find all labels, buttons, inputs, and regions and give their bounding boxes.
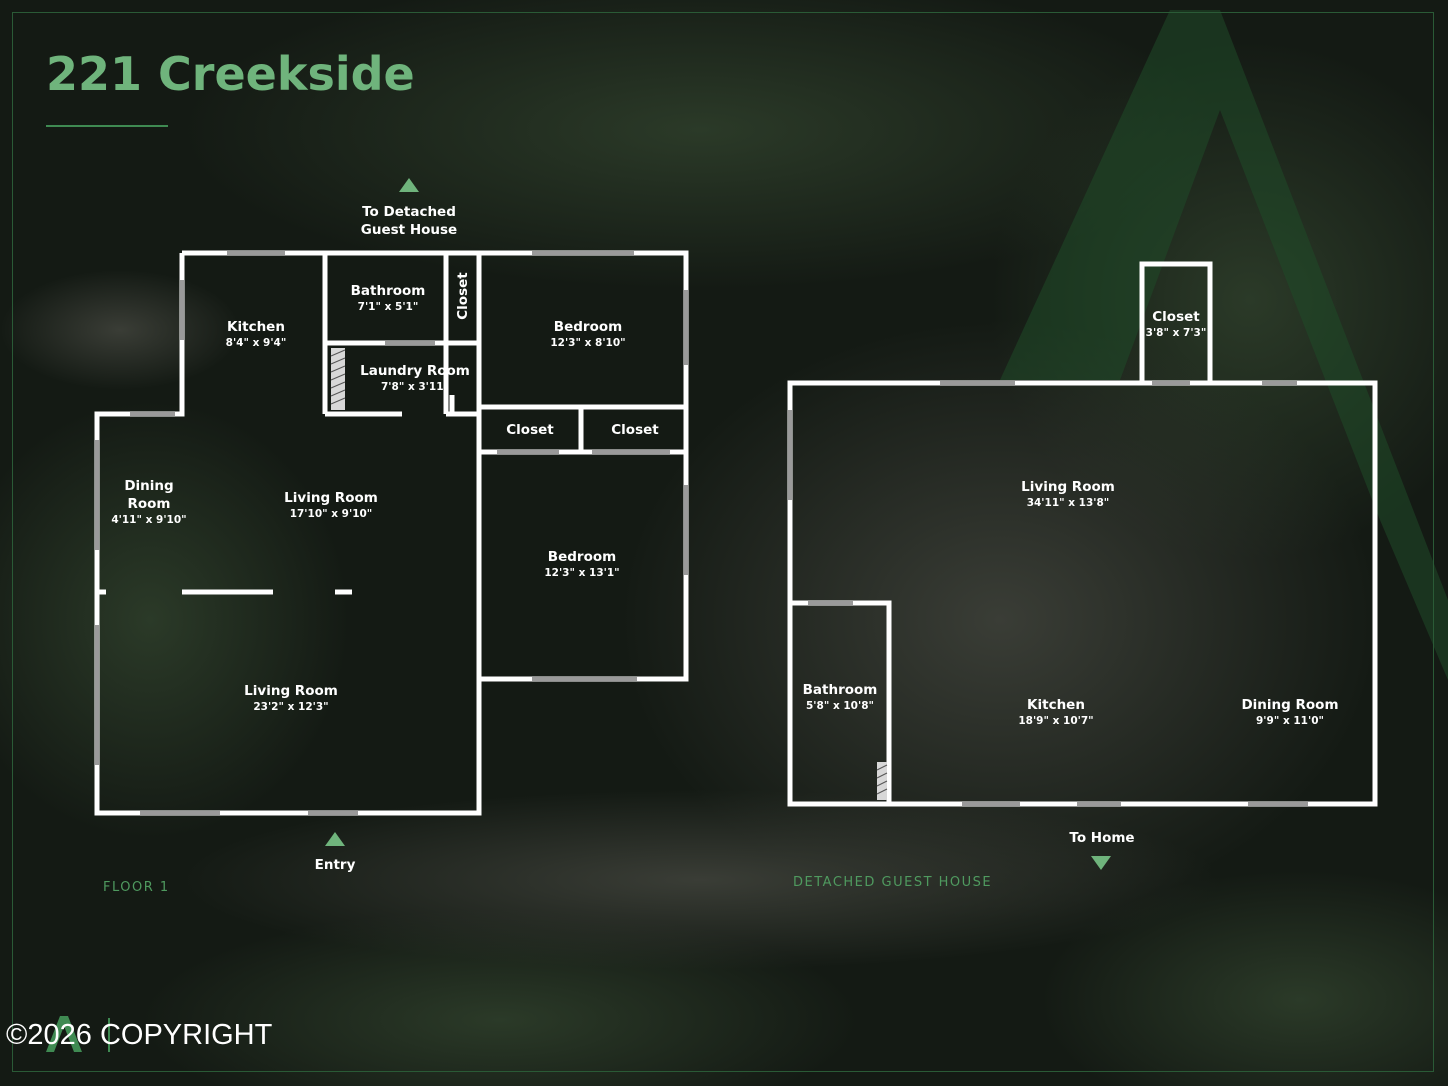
room-dims: 8'4" x 9'4" <box>225 337 287 349</box>
room-living-upper: Living Room 17'10" x 9'10" <box>266 489 396 521</box>
room-bedroom-lower: Bedroom 12'3" x 13'1" <box>517 548 647 580</box>
room-guest-kitchen: Kitchen 18'9" x 10'7" <box>996 696 1116 728</box>
triangle-icon <box>325 832 345 846</box>
room-name: Dining Room <box>1241 697 1339 713</box>
room-name: Bedroom <box>553 319 623 335</box>
floor1-label: FLOOR 1 <box>103 880 170 895</box>
room-closet-right: Closet <box>611 422 659 438</box>
room-name: Dining <box>124 478 174 494</box>
room-closet-small: Closet <box>455 272 471 320</box>
room-guest-living: Living Room 34'11" x 13'8" <box>998 478 1138 510</box>
room-name-line2: Room <box>127 496 171 512</box>
room-name: Living Room <box>284 490 378 506</box>
copyright-notice: ©2026 COPYRIGHT <box>6 1019 273 1051</box>
guest-outer-wall <box>787 380 1378 807</box>
room-dims: 23'2" x 12'3" <box>253 701 329 713</box>
room-guest-bathroom: Bathroom 5'8" x 10'8" <box>795 681 885 713</box>
room-living-lower: Living Room 23'2" x 12'3" <box>226 682 356 714</box>
room-name: Kitchen <box>227 319 285 335</box>
room-guest-dining: Dining Room 9'9" x 11'0" <box>1225 696 1355 728</box>
room-dims: 3'8" x 7'3" <box>1145 327 1207 339</box>
room-dims: 12'3" x 8'10" <box>550 337 626 349</box>
triangle-icon <box>1091 856 1111 870</box>
room-dims: 34'11" x 13'8" <box>1026 497 1110 509</box>
room-dims: 4'11" x 9'10" <box>111 514 187 526</box>
room-bedroom-top: Bedroom 12'3" x 8'10" <box>523 318 653 350</box>
room-guest-closet: Closet 3'8" x 7'3" <box>1126 308 1226 340</box>
page-title: 221 Creekside <box>46 47 415 101</box>
mountain-logo-icon <box>46 1016 110 1052</box>
room-dims: 18'9" x 10'7" <box>1018 715 1094 727</box>
room-dims: 5'8" x 10'8" <box>806 700 874 712</box>
room-dining: Dining Room 4'11" x 9'10" <box>104 477 194 527</box>
room-dims: 9'9" x 11'0" <box>1256 715 1324 727</box>
room-dims: 17'10" x 9'10" <box>289 508 373 520</box>
room-dims: 12'3" x 13'1" <box>544 567 620 579</box>
room-name: Bathroom <box>802 682 878 698</box>
to-guest-house-label: To Detached Guest House <box>339 203 479 239</box>
room-dims: 7'8" x 3'11" <box>381 381 449 393</box>
entry-label: Entry <box>314 857 356 873</box>
room-name: Living Room <box>244 683 338 699</box>
room-bathroom: Bathroom 7'1" x 5'1" <box>328 282 448 314</box>
room-name: Living Room <box>1021 479 1115 495</box>
room-name: Closet <box>1152 309 1200 325</box>
to-guest-line2: Guest House <box>360 222 458 238</box>
room-name: Kitchen <box>1027 697 1085 713</box>
triangle-icon <box>399 178 419 192</box>
room-name: Bathroom <box>350 283 426 299</box>
room-laundry: Laundry Room 7'8" x 3'11" <box>350 362 480 394</box>
title-underline <box>46 125 168 127</box>
outer-frame <box>12 12 1434 1072</box>
to-home-label: To Home <box>1069 830 1135 846</box>
room-dims: 7'1" x 5'1" <box>357 301 419 313</box>
room-name: Laundry Room <box>360 363 470 379</box>
room-name: Bedroom <box>547 549 617 565</box>
guest-house-label: DETACHED GUEST HOUSE <box>793 875 993 890</box>
room-kitchen: Kitchen 8'4" x 9'4" <box>196 318 316 350</box>
to-guest-line1: To Detached <box>362 204 456 220</box>
room-closet-left: Closet <box>506 422 554 438</box>
